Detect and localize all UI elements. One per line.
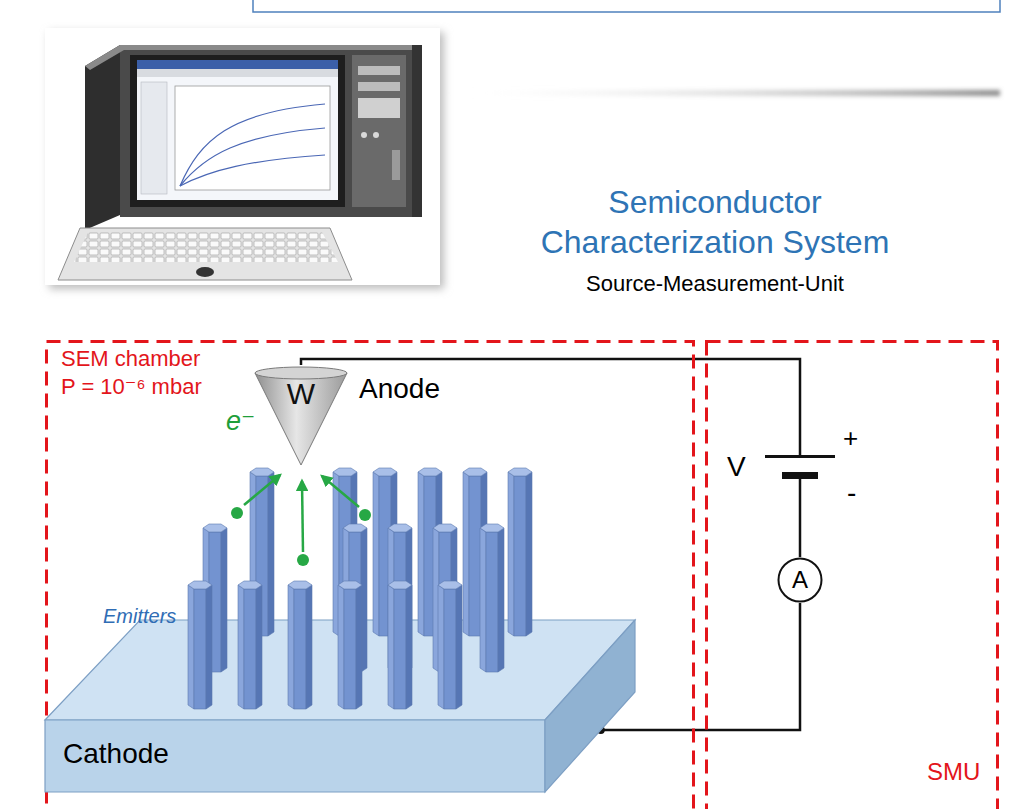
part-label-box: Anode	[359, 373, 440, 405]
instrument-photo	[85, 45, 120, 230]
polarity-sign-box: +	[843, 424, 858, 454]
instrument-photo	[137, 60, 338, 69]
pressure-note: P = 10⁻⁶ mbar	[61, 374, 202, 399]
voltage-source-outline	[765, 455, 835, 458]
instrument-photo	[180, 155, 325, 186]
instrument-photo	[392, 150, 400, 180]
cathode-slab-outline	[545, 620, 635, 792]
region-title: SMU	[927, 758, 980, 785]
ammeter-outline	[779, 559, 822, 602]
instrument-photo	[180, 104, 325, 186]
instrument-photo	[137, 69, 338, 77]
instrument-title-box: Semiconductor Characterization System	[500, 182, 930, 262]
polarity-sign-box: -	[847, 477, 856, 509]
circuit-wire	[799, 485, 802, 557]
instrument-subtitle-box: Source-Measurement-Unit	[500, 271, 930, 296]
smu-region: SMU V A	[705, 340, 999, 809]
voltage-source-outline	[782, 472, 818, 479]
part-label-box: Cathode	[63, 738, 169, 770]
instrument-photo	[358, 66, 400, 75]
component-symbol-box: V	[727, 451, 746, 483]
electron-path	[231, 507, 243, 519]
electrode-material-box: W	[255, 377, 347, 412]
emitter-rod	[480, 524, 504, 672]
emitter-rod	[338, 581, 362, 709]
voltage-source-outline	[799, 479, 802, 485]
instrument-photo	[141, 82, 167, 194]
part-label: Anode	[359, 373, 440, 404]
emitter-rod	[288, 581, 312, 709]
instrument-photo	[137, 60, 338, 200]
electron-path	[302, 481, 303, 552]
instrument-photo	[58, 228, 352, 280]
instrument-photo	[130, 55, 345, 207]
instrument-subtitle: Source-Measurement-Unit	[586, 271, 844, 296]
electron-path	[244, 475, 280, 505]
electron-path	[322, 476, 359, 507]
instrument-photo	[120, 45, 412, 217]
component-symbol-box: A	[777, 566, 823, 594]
voltage-source-outline	[765, 455, 835, 485]
anode-tip-outline	[255, 373, 347, 465]
electron-path	[297, 554, 309, 566]
emitter-rod	[438, 581, 462, 709]
pressure-note-box: P = 10⁻⁶ mbar	[61, 374, 202, 399]
instrument-photo	[361, 132, 367, 138]
component-symbol: V	[727, 451, 746, 482]
anode-tip: WAnode	[255, 365, 347, 465]
voltage-source: V	[765, 455, 835, 485]
part-label: Cathode	[63, 738, 169, 769]
smu-region-outline	[707, 342, 998, 809]
instrument-photo	[358, 82, 400, 91]
emitter-rod	[508, 468, 532, 636]
frame-edge	[253, 0, 1000, 12]
electron-label: e⁻	[226, 406, 255, 436]
component-symbol: A	[792, 566, 808, 593]
emitter-label: Emitters	[103, 605, 176, 627]
polarity-sign: -	[847, 477, 856, 508]
emitter-rod	[238, 581, 262, 709]
region-title-box: SEM chamber	[61, 346, 200, 371]
instrument-photo	[358, 98, 400, 118]
instrument-photo	[175, 86, 330, 190]
region-title-box: SMU	[927, 758, 980, 786]
emitter-rod	[188, 468, 532, 709]
instrument-photo	[352, 55, 406, 207]
emitter-label-box: Emitters	[103, 605, 176, 628]
electron-label-box: e⁻	[226, 406, 255, 437]
cathode-slab: Cathode	[45, 620, 637, 792]
circuit	[301, 359, 800, 734]
instrument-photo	[180, 128, 325, 186]
instrument-photo	[45, 28, 440, 285]
electron-path	[359, 509, 371, 521]
instrument-photo	[412, 45, 422, 217]
instrument-photo	[45, 28, 444, 289]
instrument-photo	[373, 132, 379, 138]
chamber-region: SEM chamberP = 10⁻⁶ mbarWAnodeCathode	[45, 340, 695, 809]
cathode-slab-outline	[45, 720, 545, 792]
electron-path	[231, 475, 371, 566]
emitter-rod	[188, 581, 212, 709]
instrument-photo	[74, 232, 338, 262]
emitter-rod	[388, 581, 412, 709]
region-title: SEM chamber	[61, 346, 200, 371]
smu-region-outline	[705, 340, 999, 809]
instrument-photo	[196, 267, 214, 277]
polarity-sign: +	[843, 423, 858, 453]
circuit-wire	[301, 359, 800, 455]
electrode-material: W	[287, 377, 315, 410]
ammeter: A	[777, 557, 823, 603]
instrument-title: Semiconductor Characterization System	[541, 184, 890, 260]
panel-shadow	[445, 90, 1000, 96]
